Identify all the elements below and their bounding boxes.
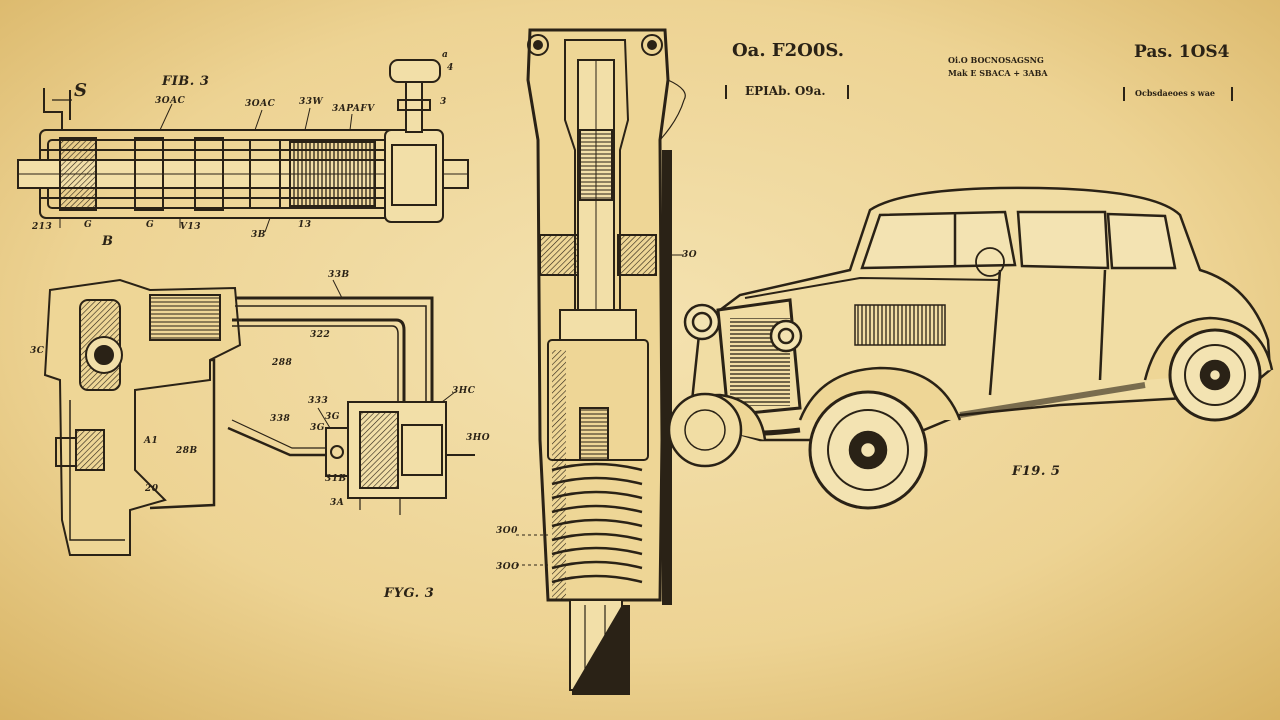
fig1-label: 13 <box>298 220 312 230</box>
fig1-label: G <box>146 220 155 230</box>
fig2-label: 322 <box>310 330 331 340</box>
fig2-label: 20 <box>145 484 159 494</box>
fig1-shaft-assembly <box>17 59 469 233</box>
header-brackets <box>725 85 1233 101</box>
fig1-label: a <box>442 50 449 60</box>
header-right-line: Ocbsdaeoes s wae <box>1135 88 1215 98</box>
fig4-caption: F19. 5 <box>1012 464 1061 479</box>
fig2-label: 28B <box>176 446 198 456</box>
fig2-label: 288 <box>272 358 293 368</box>
fig2-label: 3HO <box>466 433 491 443</box>
fig1-caption: FIB. 3 <box>162 74 210 89</box>
doc-number: Oa. F2O0S. <box>732 40 845 61</box>
fig2-label: 3A <box>330 498 345 508</box>
date-line: EPIAb. O9a. <box>745 84 826 98</box>
fig1-label: V13 <box>180 222 202 232</box>
fig2-label: 31B <box>325 474 347 484</box>
fig3-label: 3OO <box>496 562 520 572</box>
fig3-label: 3O <box>682 250 698 260</box>
header-subline-2: Mak E SBACA + 3ABA <box>948 68 1048 78</box>
fig1-label: B <box>102 234 114 249</box>
fig2-label: A1 <box>144 436 159 446</box>
fig1-label: S <box>74 80 88 101</box>
fig2-label: 3HC <box>452 386 476 396</box>
fig3-label: 3O0 <box>496 526 518 536</box>
fig1-label: 33W <box>299 97 324 107</box>
fig1-label: 3 <box>440 97 447 107</box>
fig1-label: G <box>84 220 93 230</box>
fig1-label: 3B <box>251 230 266 240</box>
fig2-pump-housing <box>43 278 475 556</box>
pat-number: Pas. 1OS4 <box>1134 42 1230 62</box>
fig4-vintage-car <box>664 186 1274 510</box>
fig1-label: 4 <box>447 63 454 73</box>
fig1-label: 213 <box>32 222 53 232</box>
fig3-vertical-section <box>516 28 686 695</box>
fig1-label: 3OAC <box>245 99 276 109</box>
fig2-label: 3G <box>310 423 325 433</box>
fig2-label: 3G <box>325 412 340 422</box>
fig2-label: 333 <box>308 396 329 406</box>
fig2-label: 3C <box>30 346 45 356</box>
fig1-label: 3APAFV <box>332 104 375 114</box>
fig2-label: 338 <box>270 414 291 424</box>
fig2-caption: FYG. 3 <box>384 586 435 601</box>
fig2-label: 33B <box>328 270 350 280</box>
header-subline-1: Oi.O BOCNOSAGSNG <box>948 55 1044 65</box>
fig1-label: 3OAC <box>155 96 186 106</box>
